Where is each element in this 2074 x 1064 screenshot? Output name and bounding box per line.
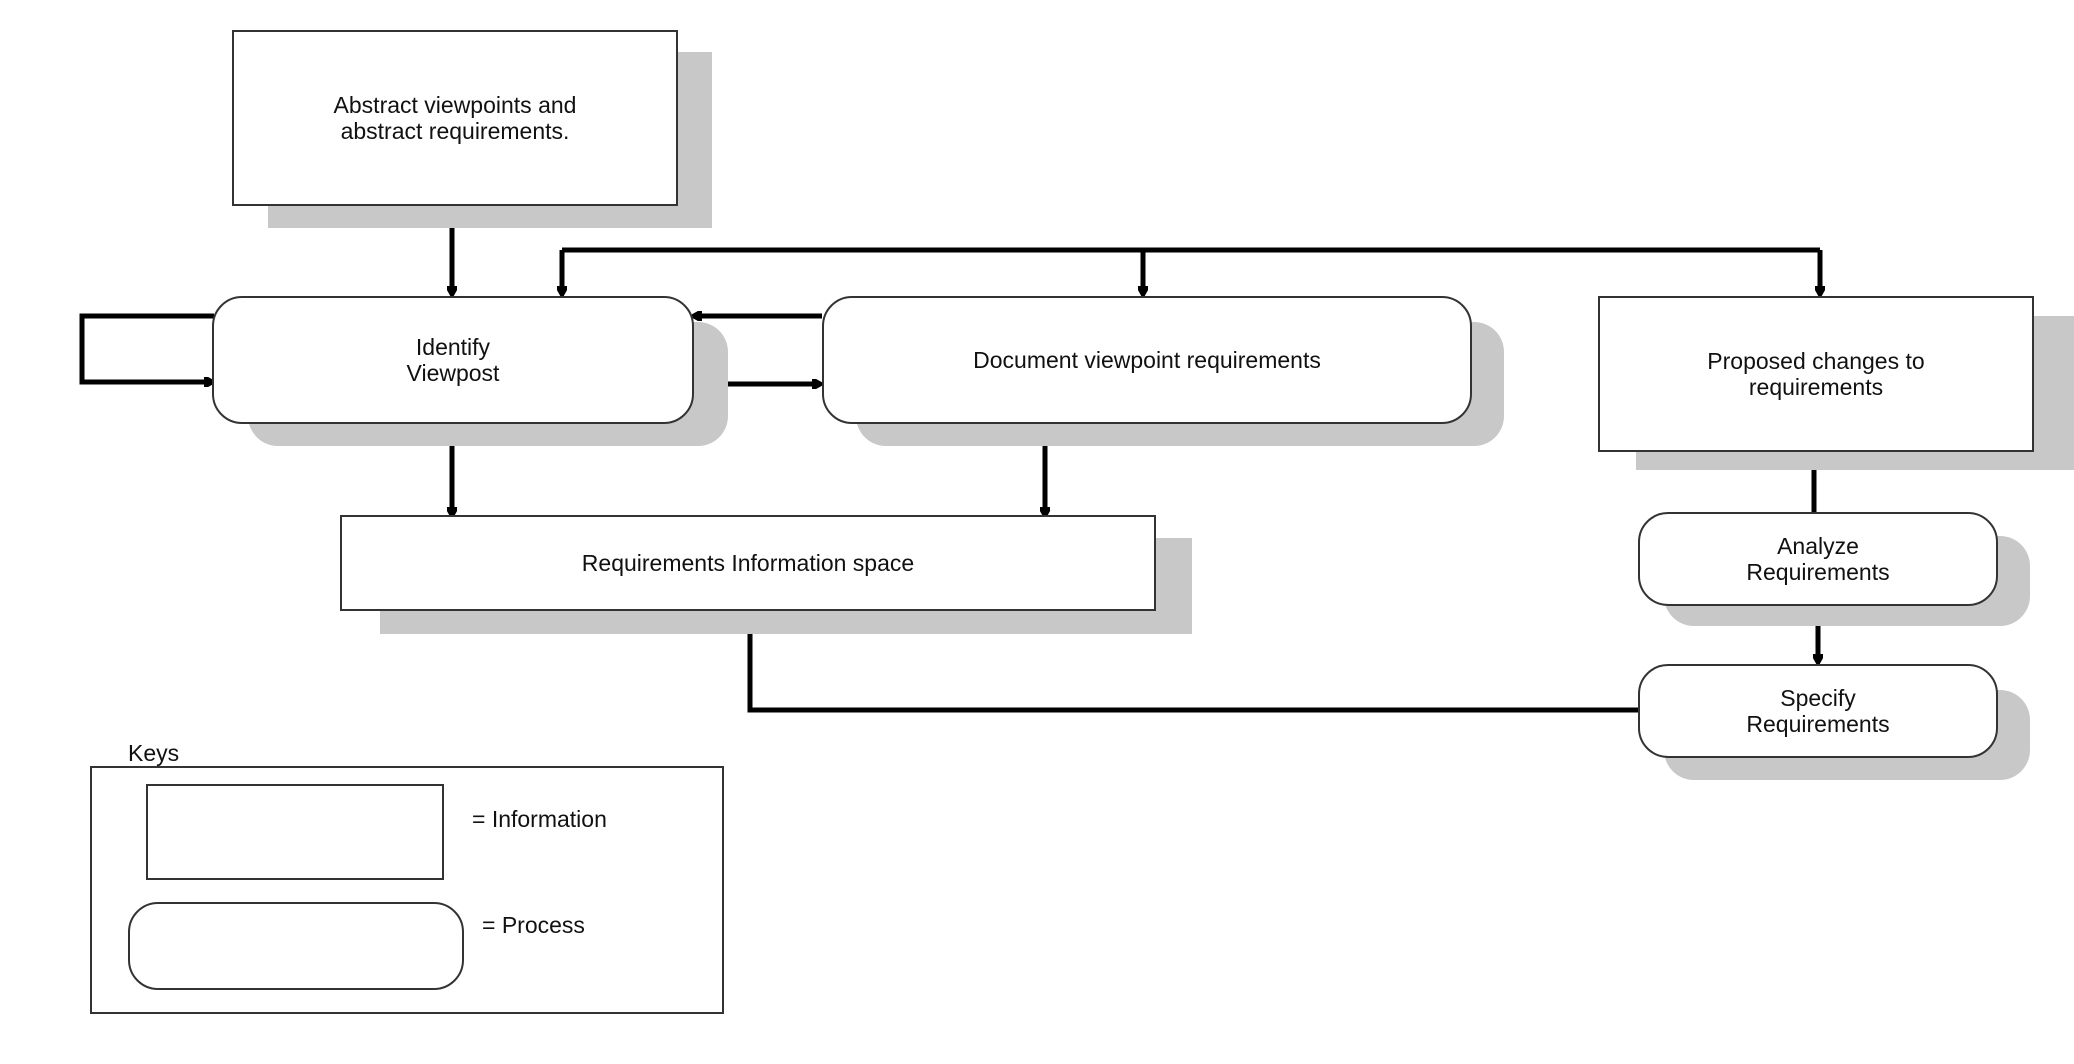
link-infospace-to-specify (747, 609, 1638, 713)
key-information-label: = Information (472, 806, 607, 832)
node-specify-requirements: Specify Requirements (1638, 664, 1998, 758)
identify-self-loop (79, 313, 214, 382)
keys-title: Keys (128, 740, 180, 766)
key-process-label: = Process (482, 912, 585, 938)
key-information-shape (146, 784, 444, 880)
node-analyze-requirements: Analyze Requirements (1638, 512, 1998, 606)
node-requirements-information-space: Requirements Information space (340, 515, 1156, 611)
node-abstract-viewpoints: Abstract viewpoints and abstract require… (232, 30, 678, 206)
node-proposed-changes: Proposed changes to requirements (1598, 296, 2034, 452)
node-document-viewpoint-requirements: Document viewpoint requirements (822, 296, 1472, 424)
key-process-shape (128, 902, 464, 990)
node-identify-viewpoints: Identify Viewpost (212, 296, 694, 424)
